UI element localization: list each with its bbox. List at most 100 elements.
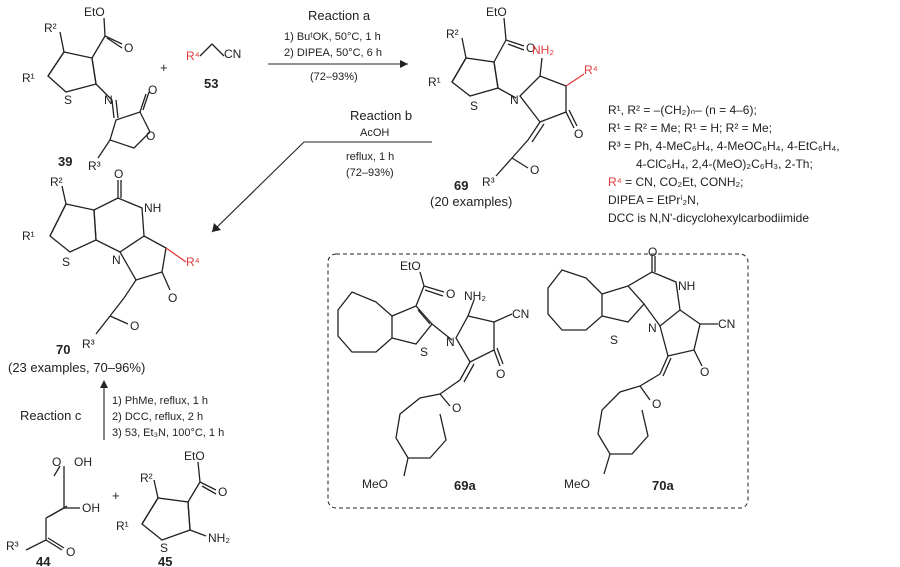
compound-44-label: 44 (36, 554, 51, 567)
compound-44: O OH OH O R³ 44 (6, 455, 100, 567)
meo-69a: MeO (362, 477, 388, 491)
reaction-c-step2: 2) DCC, reflux, 2 h (112, 411, 203, 423)
carbonyl-o-label: O (148, 83, 157, 97)
ester-oxygen-label: O (124, 41, 133, 55)
r1-70: R¹ (22, 229, 35, 243)
reaction-a-step2: 2) DIPEA, 50°C, 6 h (284, 47, 382, 59)
r2-label: R² (44, 21, 57, 35)
legend-line-1: R¹, R² = –(CH₂)ₙ– (n = 4–6); (608, 103, 757, 117)
reaction-c: Reaction c 1) PhMe, reflux, 1 h 2) DCC, … (20, 380, 224, 440)
s-70: S (62, 255, 70, 269)
n-70a: N (648, 321, 657, 335)
legend-line-4: 4-ClC₆H₄, 2,4-(MeO)₂C₆H₃, 2-Th; (636, 157, 813, 171)
r4-69: R⁴ (584, 63, 598, 77)
compound-70: O NH R² R¹ S N R⁴ O O R³ 70 (23 examples… (8, 167, 200, 375)
o-44: O (52, 455, 61, 469)
imine-n-label: N (104, 93, 113, 107)
n-69: N (510, 93, 519, 107)
compound-69-note: (20 examples) (430, 194, 512, 209)
ring-o-label: O (146, 129, 155, 143)
legend-r4: R⁴ (608, 175, 622, 189)
o-70a-top: O (648, 245, 657, 259)
s-70a: S (610, 333, 618, 347)
legend-line-3: R³ = Ph, 4-MeC₆H₄, 4-MeOC₆H₄, 4-EtC₆H₄, (608, 139, 840, 153)
legend-line-6: DIPEA = EtPrⁱ₂N, (608, 193, 699, 207)
o-69: O (574, 127, 583, 141)
compound-69: EtO O R² R¹ S N NH₂ R⁴ O O R³ 69 (20 exa… (428, 5, 598, 209)
compound-70a-label: 70a (652, 478, 674, 493)
n-70: N (112, 253, 121, 267)
compound-39: EtO O R² R¹ S N O O R³ 39 (22, 5, 157, 173)
r1-label: R¹ (22, 71, 35, 85)
ester-o-69a: O (446, 287, 455, 301)
compound-70-label: 70 (56, 342, 70, 357)
o2-70a: O (652, 397, 661, 411)
o2-69: O (530, 163, 539, 177)
compound-69-label: 69 (454, 178, 468, 193)
compound-69a: EtO O S N NH₂ CN O O MeO 69a (337, 259, 529, 493)
n-69a: N (446, 335, 455, 349)
plus-sign-1: + (160, 60, 168, 75)
r4-70: R⁴ (186, 255, 200, 269)
oh-44: OH (74, 455, 92, 469)
nh-70a: NH (678, 279, 695, 293)
o-69a: O (496, 367, 505, 381)
reaction-b-reagent: AcOH (360, 127, 389, 139)
r1-label-69: R¹ (428, 75, 441, 89)
compound-70a: O NH S N CN O O MeO 70a (547, 245, 735, 493)
reaction-b-yield: (72–93%) (346, 167, 394, 179)
legend-line-7: DCC is N,N'-dicyclohexylcarbodiimide (608, 211, 809, 225)
sulfur-69: S (470, 99, 478, 113)
o2-70: O (130, 319, 139, 333)
reaction-a-step1: 1) BuᵗOK, 50°C, 1 h (284, 31, 381, 43)
ester-label: EtO (84, 5, 105, 19)
s-69a: S (420, 345, 428, 359)
r3-44: R³ (6, 539, 19, 553)
compound-53: R⁴ CN 53 (186, 43, 241, 91)
r3-70: R³ (82, 337, 95, 351)
reaction-a: Reaction a 1) BuᵗOK, 50°C, 1 h 2) DIPEA,… (268, 8, 408, 83)
meo-70a: MeO (564, 477, 590, 491)
nitrile-label: CN (224, 47, 241, 61)
reaction-b: Reaction b AcOH reflux, 1 h (72–93%) (211, 108, 432, 233)
plus-sign-2: + (112, 488, 120, 503)
r4-label: R⁴ (186, 49, 200, 63)
reaction-c-title: Reaction c (20, 408, 82, 423)
substituent-legend: R¹, R² = –(CH₂)ₙ– (n = 4–6); R¹ = R² = M… (608, 103, 840, 225)
reaction-c-step3: 3) 53, Et₃N, 100°C, 1 h (112, 427, 224, 439)
nh2-69a: NH₂ (464, 289, 486, 303)
r2-45: R² (140, 471, 153, 485)
reaction-a-yield: (72–93%) (310, 71, 358, 83)
o-70a: O (700, 365, 709, 379)
ester-label-69: EtO (486, 5, 507, 19)
compound-53-label: 53 (204, 76, 218, 91)
legend-line-5: R⁴ = CN, CO₂Et, CONH₂; (608, 175, 744, 189)
o2-69a: O (452, 401, 461, 415)
reaction-b-cond: reflux, 1 h (346, 151, 394, 163)
ester-o-69: O (526, 41, 535, 55)
r3-69: R³ (482, 175, 495, 189)
reaction-a-title: Reaction a (308, 8, 371, 23)
o-70: O (168, 291, 177, 305)
compound-70-note: (23 examples, 70–96%) (8, 360, 145, 375)
ester-label-45: EtO (184, 449, 205, 463)
examples-box (327, 253, 749, 509)
r2-label-69: R² (446, 27, 459, 41)
reaction-b-title: Reaction b (350, 108, 412, 123)
r3-label: R³ (88, 159, 101, 173)
nh2-45: NH₂ (208, 531, 230, 545)
reaction-c-step1: 1) PhMe, reflux, 1 h (112, 395, 208, 407)
cn-70a: CN (718, 317, 735, 331)
o-70-top: O (114, 167, 123, 181)
legend-r4-values: = CN, CO₂Et, CONH₂; (622, 175, 744, 189)
r1-45: R¹ (116, 519, 129, 533)
oh2-44: OH (82, 501, 100, 515)
compound-69a-label: 69a (454, 478, 476, 493)
compound-45-label: 45 (158, 554, 172, 567)
cn-69a: CN (512, 307, 529, 321)
nh-70: NH (144, 201, 161, 215)
ester-o-45: O (218, 485, 227, 499)
nh2-69: NH₂ (532, 43, 554, 57)
